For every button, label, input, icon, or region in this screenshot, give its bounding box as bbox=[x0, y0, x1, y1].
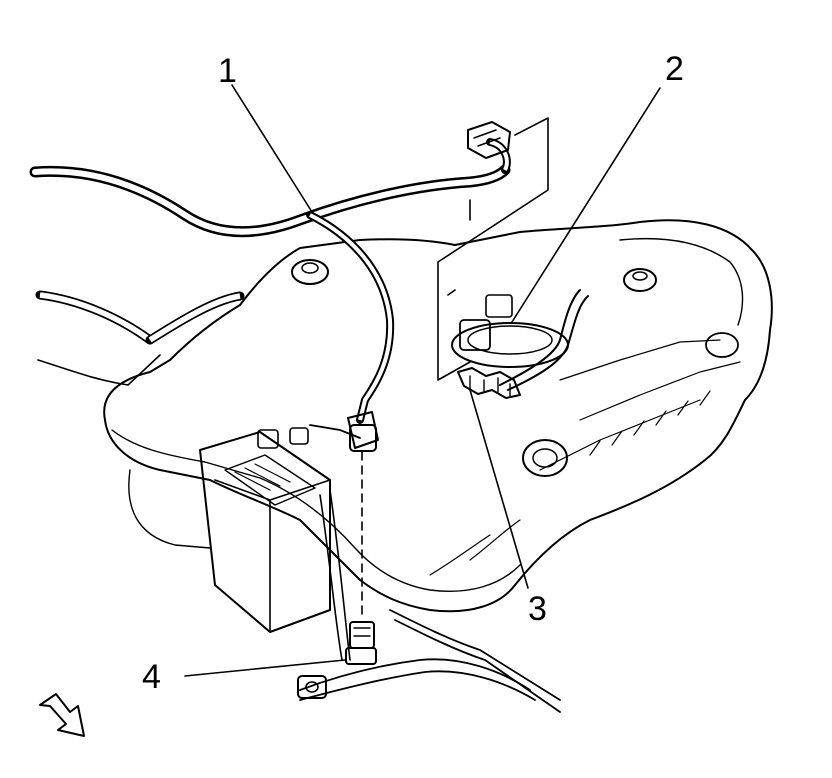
pump-connector-retainer bbox=[457, 367, 521, 399]
view-direction-arrow-icon bbox=[39, 693, 85, 737]
harness-connector-top bbox=[437, 117, 549, 381]
callout-3: 3 bbox=[528, 590, 547, 628]
harness-connector-bottom bbox=[345, 411, 379, 665]
evap-canister bbox=[199, 427, 331, 633]
fuel-lines bbox=[35, 289, 589, 713]
callout-1: 1 bbox=[218, 52, 237, 90]
wiring-harness bbox=[29, 138, 511, 424]
fuel-pump-module bbox=[451, 294, 569, 368]
callout-4: 4 bbox=[142, 658, 161, 696]
fuel-tank bbox=[103, 219, 773, 613]
leader-lines bbox=[184, 84, 661, 677]
callout-2: 2 bbox=[665, 50, 684, 88]
